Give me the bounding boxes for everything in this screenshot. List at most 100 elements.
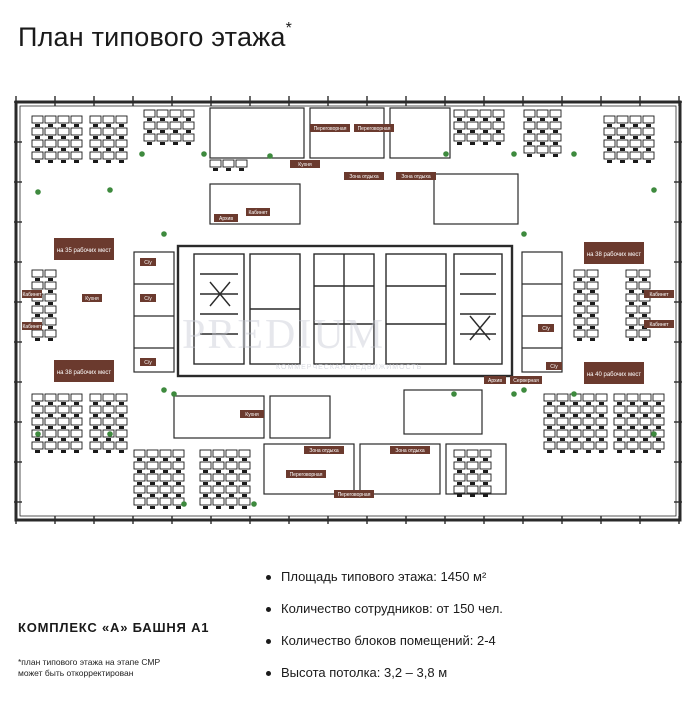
desk [89,139,102,148]
spec-blocks-text: Количество блоков помещений: 2-4 [281,633,496,648]
chair [137,506,142,509]
desk [603,151,616,160]
desk [625,269,638,278]
desk-cluster [625,269,651,341]
chair [496,118,501,121]
chair [586,426,591,429]
label-meeting-2: Переговорная [358,126,391,132]
chair [229,458,234,461]
desk [89,429,102,438]
chair [119,450,124,453]
desk [199,461,212,470]
chair [48,314,53,317]
chair [61,414,66,417]
desk [536,109,549,118]
chair [457,458,462,461]
outer-wall [14,100,682,522]
window-mullions [14,96,682,524]
plant-icon [107,431,113,437]
desk [115,139,128,148]
chair [560,426,565,429]
desk [629,115,642,124]
chair [163,482,168,485]
chair [35,314,40,317]
chair [229,482,234,485]
label-cabinet-2: Кабинет [22,292,42,298]
desk [209,159,222,168]
desk [556,429,569,438]
chair [150,494,155,497]
label-kitchen-1: Кухня [298,162,312,168]
desk-cluster [199,449,251,509]
watermark-subtitle: КОММЕРЧЕСКАЯ НЕДВИЖИМОСТЬ [276,364,422,371]
desk [57,115,70,124]
desk [115,151,128,160]
label-archive-2: Архив [488,378,502,384]
chair [106,148,111,151]
chair [74,414,79,417]
chair [137,494,142,497]
chair [620,160,625,163]
desk [582,441,595,450]
desk [89,441,102,450]
desk [543,417,556,426]
chair [106,402,111,405]
desk [626,393,639,402]
desk [582,429,595,438]
desk [146,485,159,494]
label-kitchen-2: Кухня [85,296,99,302]
chair [229,470,234,473]
chair [633,124,638,127]
plant-icon [443,151,449,157]
desk [31,127,44,136]
footnote-line-1: *план типового этажа на этапе СМР [18,657,161,667]
desk [225,473,238,482]
chair [242,506,247,509]
chair [213,168,218,171]
desk [143,133,156,142]
desk [146,449,159,458]
chair [483,482,488,485]
chair [106,426,111,429]
chair [527,154,532,157]
label-meeting-4: Переговорная [338,492,371,498]
desk [466,109,479,118]
desk-cluster [31,393,83,453]
desk [453,121,466,130]
chair [48,414,53,417]
desk [586,293,599,302]
desk [466,133,479,142]
desk [133,449,146,458]
desk [212,449,225,458]
desk [523,121,536,130]
desk-cluster [613,393,665,453]
chair [599,414,604,417]
chair [216,470,221,473]
desk-cluster [31,115,83,163]
desk [212,485,225,494]
desk [169,121,182,130]
chair [35,148,40,151]
desk [169,133,182,142]
chair [457,130,462,133]
plant-icon [35,189,41,195]
label-wc-1: С/у [144,260,152,266]
chair [577,338,582,341]
chair [173,118,178,121]
desk [466,461,479,470]
desk [466,121,479,130]
desk [626,417,639,426]
chair [590,338,595,341]
desk [652,417,665,426]
chair [147,118,152,121]
desk [225,497,238,506]
desk [595,393,608,402]
chair [590,290,595,293]
desk [625,281,638,290]
desk-cluster [89,115,128,163]
label-cabinet-1: Кабинет [248,210,268,216]
desk [31,139,44,148]
desk [586,317,599,326]
chair [633,136,638,139]
chair [119,414,124,417]
